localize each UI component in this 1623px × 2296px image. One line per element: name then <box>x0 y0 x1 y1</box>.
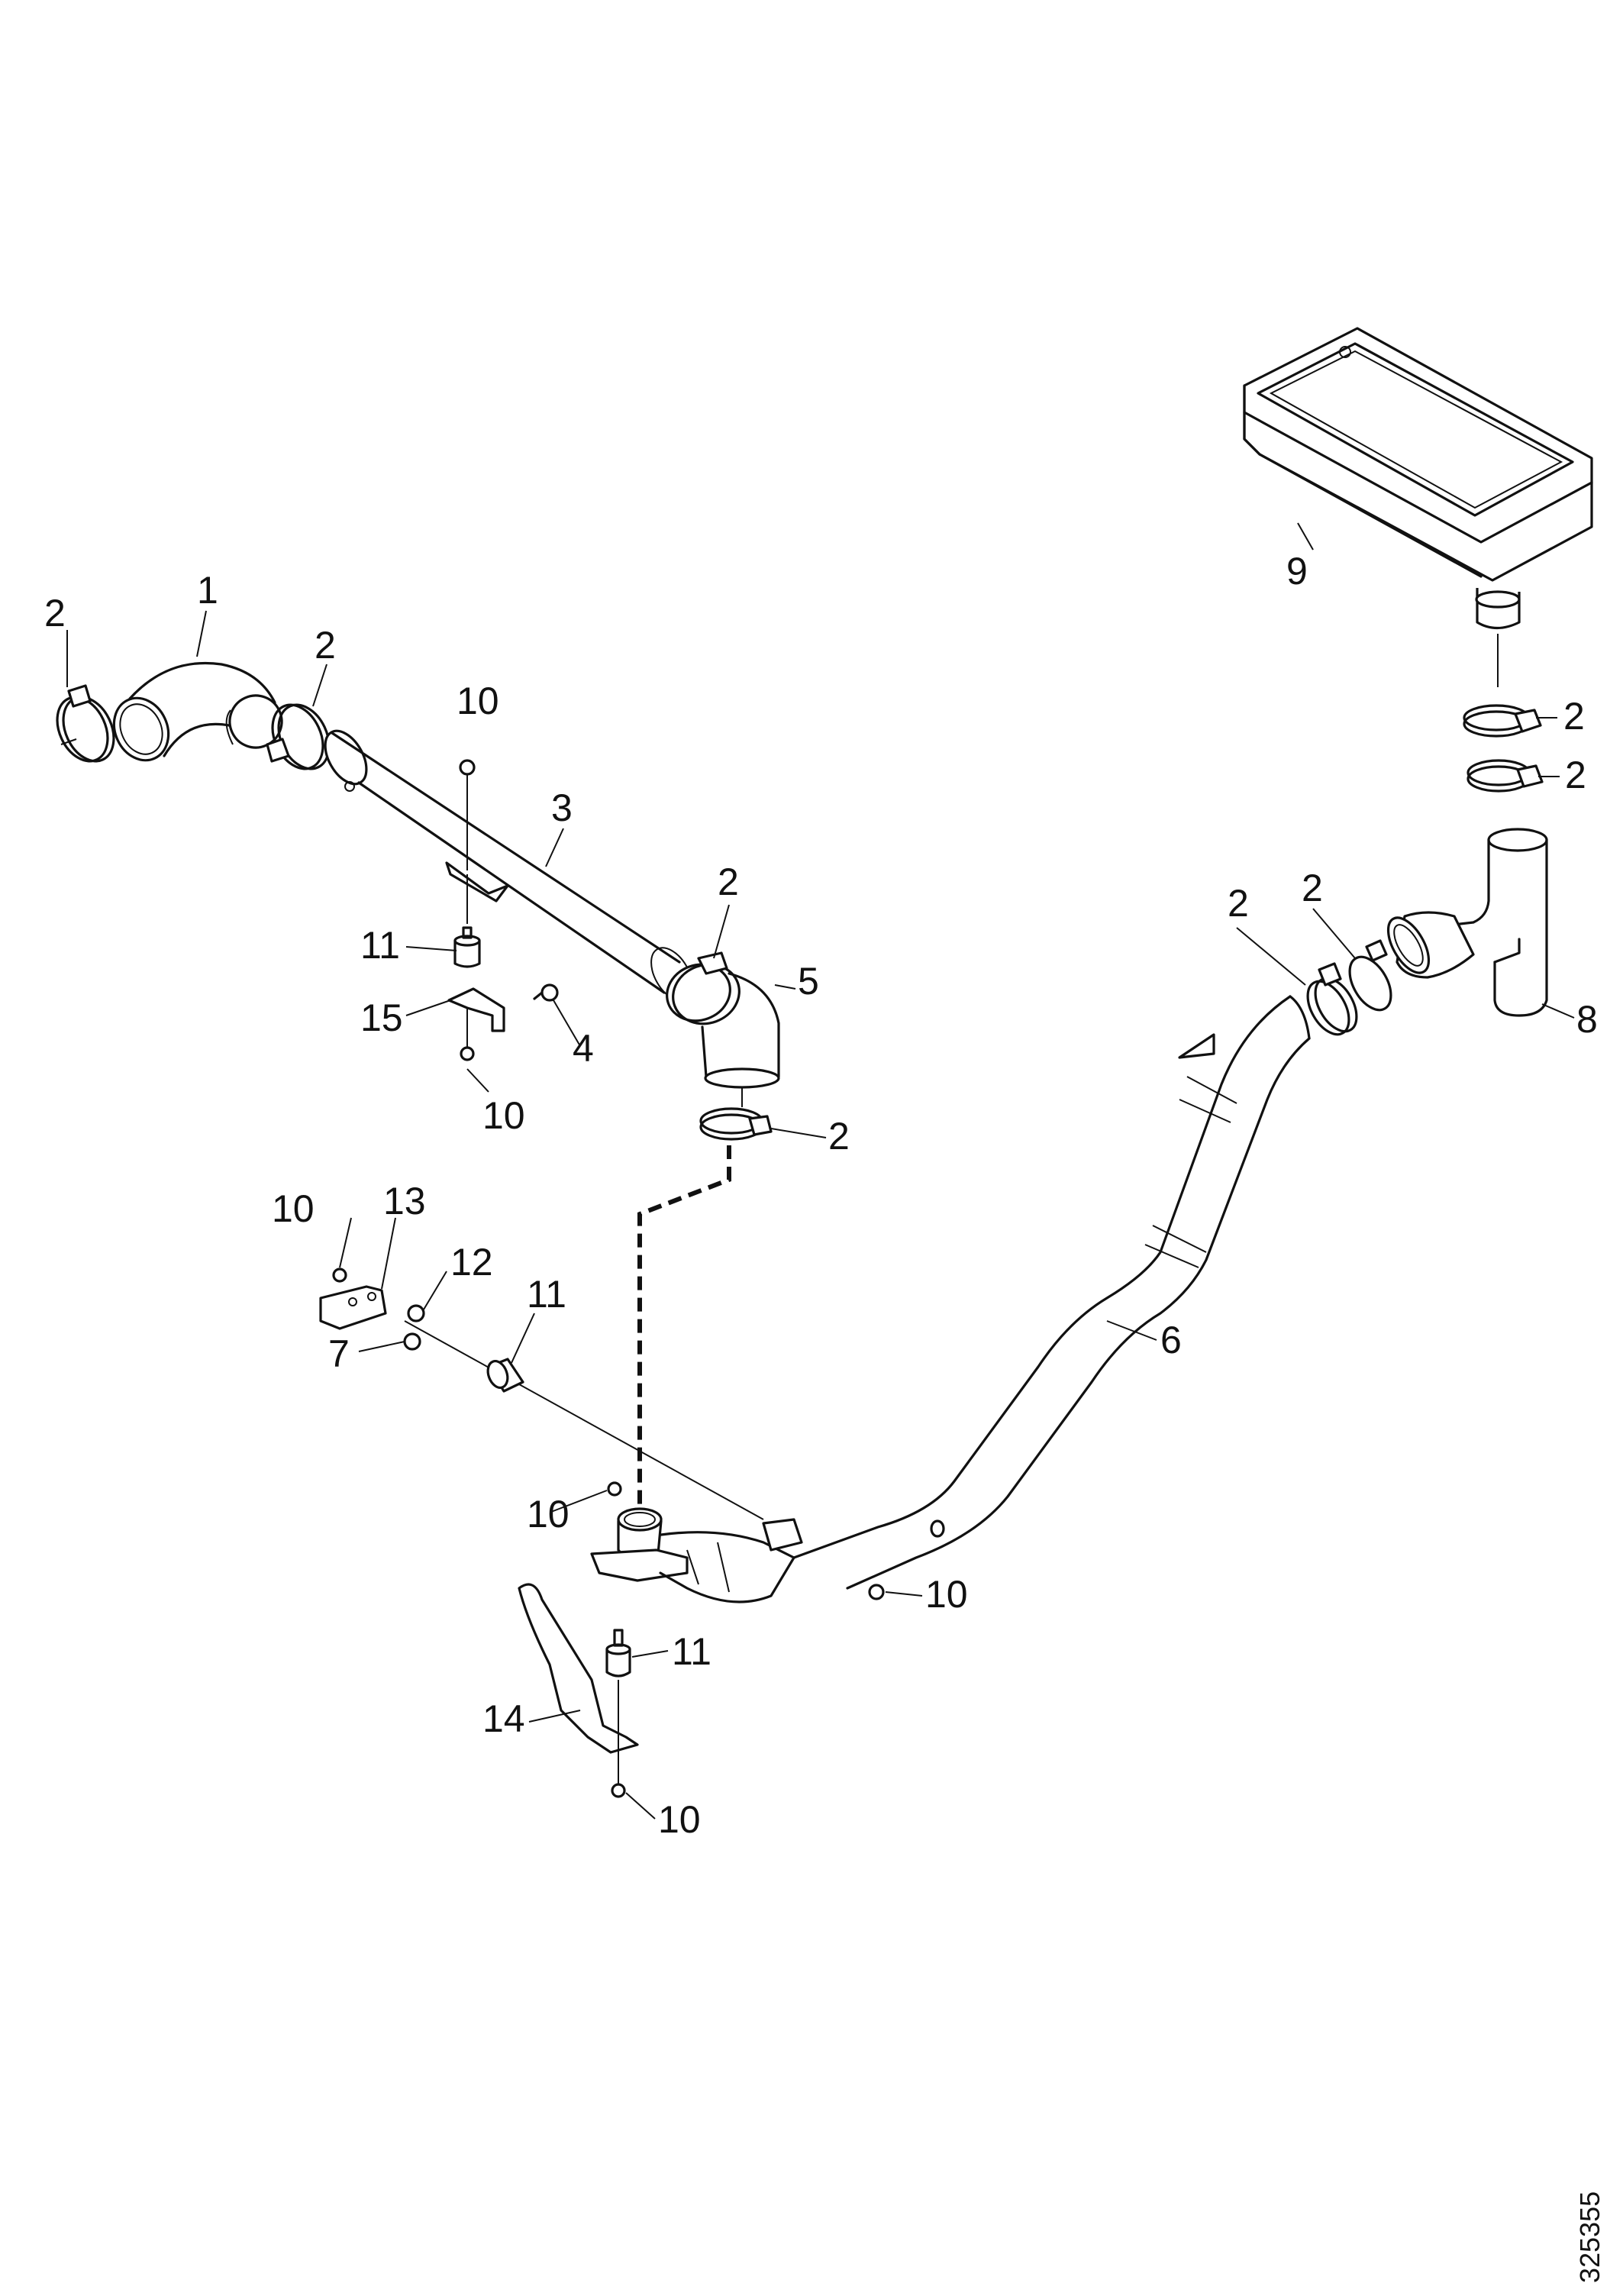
callout-8: 8 <box>1576 998 1598 1041</box>
callout-10-top: 10 <box>457 680 499 722</box>
callout-5: 5 <box>798 960 819 1003</box>
callout-2-upper-right-b: 2 <box>1565 754 1586 796</box>
document-number: 325355 <box>1574 2191 1605 2283</box>
callout-labels: 1 2 2 2 2 2 2 2 2 3 4 5 6 7 8 9 10 10 10… <box>44 550 1598 1841</box>
part-9-heat-exchanger <box>1243 327 1593 687</box>
callout-3: 3 <box>551 786 573 829</box>
clamp-hose6-2 <box>1306 962 1358 1036</box>
clamp-upper-right-2 <box>1467 759 1544 793</box>
part-6-long-hose <box>792 995 1311 1590</box>
callout-2-hose6-b: 2 <box>1302 867 1323 909</box>
callout-9: 9 <box>1286 550 1308 593</box>
callout-11-middle: 11 <box>527 1273 566 1316</box>
clamp-hose6-1 <box>1348 939 1392 1012</box>
callout-10-upper-stack-bottom: 10 <box>482 1094 525 1137</box>
callout-2-upper-right-a: 2 <box>1563 695 1585 738</box>
callout-12: 12 <box>450 1241 493 1284</box>
clamp-upper-right-1 <box>1463 704 1542 738</box>
callout-10-bottom: 10 <box>658 1798 701 1841</box>
lower-fitting <box>590 1481 885 1603</box>
callout-2-left-inner: 2 <box>315 624 336 667</box>
callout-10-fitting: 10 <box>527 1493 570 1536</box>
callout-6: 6 <box>1160 1319 1182 1361</box>
callout-4: 4 <box>573 1027 594 1070</box>
hardware-stack-upper <box>447 759 559 1061</box>
part-8-elbow-hose <box>1386 828 1548 1017</box>
part-1-elbow <box>112 661 283 762</box>
clamp-left-1 <box>56 684 115 763</box>
leader-lines <box>66 522 1575 1820</box>
callout-1: 1 <box>197 569 218 612</box>
clamp-left-2 <box>266 703 331 770</box>
callout-11-upper: 11 <box>360 924 400 967</box>
dashed-connection <box>637 1145 731 1519</box>
callout-2-hose6-a: 2 <box>1228 882 1249 925</box>
part-14-bracket <box>518 1583 639 1798</box>
callout-15: 15 <box>360 996 403 1039</box>
callout-7: 7 <box>328 1332 350 1375</box>
callout-11-lower: 11 <box>672 1630 711 1673</box>
clamp-part5-lower <box>699 1107 773 1141</box>
callout-10-hose6: 10 <box>925 1573 968 1616</box>
callout-14: 14 <box>482 1697 525 1740</box>
callout-10-bracket13: 10 <box>272 1187 315 1230</box>
part-5-elbow <box>666 951 780 1107</box>
callout-2-part5-lower: 2 <box>828 1115 850 1158</box>
bracket-13-assembly <box>319 1267 764 1520</box>
callout-2-left-outer: 2 <box>44 592 66 635</box>
callout-2-pipe-end: 2 <box>718 861 739 903</box>
callout-13: 13 <box>383 1180 426 1222</box>
